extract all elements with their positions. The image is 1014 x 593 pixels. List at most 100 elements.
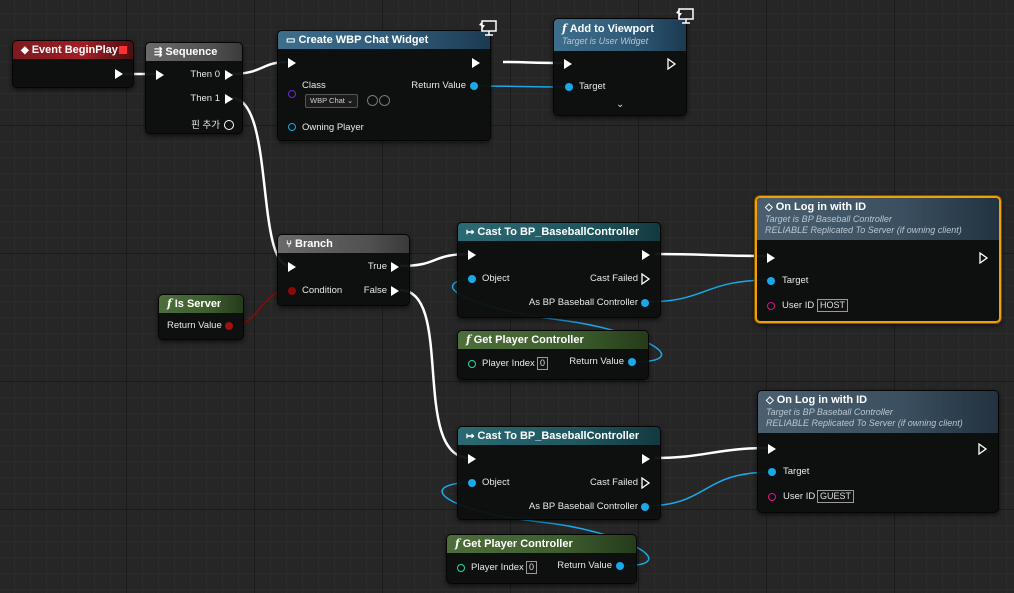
target-pin[interactable] (768, 468, 776, 476)
target-label: Target (782, 275, 809, 286)
exec-in-pin[interactable] (288, 262, 296, 272)
exec-out-pin[interactable] (667, 58, 677, 70)
event-diamond-icon: ◇ (766, 395, 774, 406)
as-controller-label: As BP Baseball Controller (528, 297, 638, 308)
exec-out-pin[interactable] (642, 454, 650, 464)
return-value-label: Return Value (167, 320, 222, 331)
get-player-controller-bottom-title: Get Player Controller (462, 538, 573, 550)
login-top-title: On Log in with ID (775, 201, 867, 213)
player-index-field[interactable]: 0 (537, 357, 549, 370)
cast-failed-label: Cast Failed (589, 273, 638, 284)
exec-in-pin[interactable] (564, 59, 572, 69)
object-pin[interactable] (468, 479, 476, 487)
then1-pin[interactable] (225, 94, 233, 104)
player-index-label: Player Index (471, 562, 524, 573)
user-id-field[interactable]: HOST (817, 299, 849, 312)
exec-in-pin[interactable] (468, 454, 476, 464)
event-beginplay-node[interactable]: ◆Event BeginPlay (12, 40, 134, 88)
create-widget-node[interactable]: ▭Create WBP Chat Widget Class WBP Chat ⌄… (277, 30, 491, 141)
return-value-label: Return Value (569, 356, 624, 367)
then0-pin[interactable] (225, 70, 233, 80)
login-bottom-node[interactable]: ◇On Log in with ID Target is BP Baseball… (757, 390, 999, 513)
branch-node[interactable]: ⑂Branch True Condition False (277, 234, 410, 306)
sequence-node[interactable]: ⇶Sequence Then 0 Then 1 핀 추가 (145, 42, 243, 134)
then0-label: Then 0 (190, 69, 220, 80)
cast-top-node[interactable]: ↦Cast To BP_BaseballController Object Ca… (457, 222, 661, 318)
as-controller-pin[interactable] (641, 299, 649, 307)
event-diamond-icon: ◇ (765, 202, 773, 213)
create-widget-header: ▭Create WBP Chat Widget (278, 31, 490, 49)
player-index-label: Player Index (482, 358, 535, 369)
object-label: Object (482, 273, 510, 284)
as-controller-label: As BP Baseball Controller (528, 501, 638, 512)
return-value-pin[interactable] (628, 358, 636, 366)
false-pin[interactable] (391, 286, 399, 296)
true-pin[interactable] (391, 262, 399, 272)
cast-failed-pin[interactable] (641, 273, 651, 285)
cast-bottom-node[interactable]: ↦Cast To BP_BaseballController Object Ca… (457, 426, 661, 520)
player-index-pin[interactable] (468, 360, 476, 368)
class-dropdown[interactable]: WBP Chat ⌄ (305, 94, 359, 108)
login-top-node[interactable]: ◇On Log in with ID Target is BP Baseball… (755, 196, 1001, 323)
player-index-field[interactable]: 0 (526, 561, 538, 574)
return-value-pin[interactable] (470, 82, 478, 90)
cast-failed-pin[interactable] (641, 477, 651, 489)
expand-chevron-icon[interactable]: ⌄ (616, 99, 625, 110)
true-label: True (367, 261, 387, 272)
as-controller-pin[interactable] (641, 503, 649, 511)
cast-top-header: ↦Cast To BP_BaseballController (458, 223, 660, 241)
target-label: Target (783, 466, 810, 477)
owning-player-pin[interactable] (288, 123, 296, 131)
search-icon[interactable] (379, 95, 390, 106)
exec-wire-cast-bottom-login (654, 446, 771, 460)
sequence-header: ⇶Sequence (146, 43, 242, 61)
object-pin[interactable] (468, 275, 476, 283)
condition-pin[interactable] (288, 287, 296, 295)
create-widget-title: Create WBP Chat Widget (298, 34, 429, 46)
user-id-pin[interactable] (767, 302, 775, 310)
class-pin[interactable] (288, 90, 296, 98)
exec-out-pin[interactable] (472, 58, 480, 68)
function-icon: f (455, 537, 460, 550)
add-to-viewport-subtitle: Target is User Widget (562, 36, 649, 46)
class-label: Class (302, 80, 326, 91)
exec-out-pin[interactable] (115, 69, 123, 79)
return-value-pin[interactable] (225, 322, 233, 330)
user-id-label: User ID (783, 491, 816, 502)
event-beginplay-header: ◆Event BeginPlay (13, 41, 133, 59)
exec-in-pin[interactable] (156, 70, 164, 80)
add-pin-label[interactable]: 핀 추가 (191, 120, 220, 131)
user-id-pin[interactable] (768, 493, 776, 501)
condition-label: Condition (302, 285, 343, 296)
branch-title: Branch (295, 238, 333, 250)
exec-out-pin[interactable] (979, 252, 989, 264)
browse-icon[interactable] (367, 95, 378, 106)
return-value-pin[interactable] (616, 562, 624, 570)
is-server-title: Is Server (174, 298, 222, 310)
target-pin[interactable] (565, 83, 573, 91)
chevron-down-icon: ⌄ (346, 96, 354, 105)
exec-out-pin[interactable] (642, 250, 650, 260)
exec-in-pin[interactable] (767, 253, 775, 263)
player-index-pin[interactable] (457, 564, 465, 572)
user-id-field[interactable]: GUEST (817, 490, 855, 503)
false-label: False (363, 285, 387, 296)
exec-in-pin[interactable] (468, 250, 476, 260)
exec-out-pin[interactable] (978, 443, 988, 455)
exec-in-pin[interactable] (288, 58, 296, 68)
login-bottom-subtitle2: RELIABLE Replicated To Server (if owning… (766, 418, 963, 428)
widget-icon: ▭ (286, 35, 296, 46)
target-pin[interactable] (767, 277, 775, 285)
function-icon: f (562, 22, 567, 35)
exec-in-pin[interactable] (768, 444, 776, 454)
delegate-pin-icon[interactable] (119, 46, 127, 54)
add-pin-icon[interactable] (224, 120, 234, 130)
login-bottom-header: ◇On Log in with ID Target is BP Baseball… (758, 391, 998, 433)
